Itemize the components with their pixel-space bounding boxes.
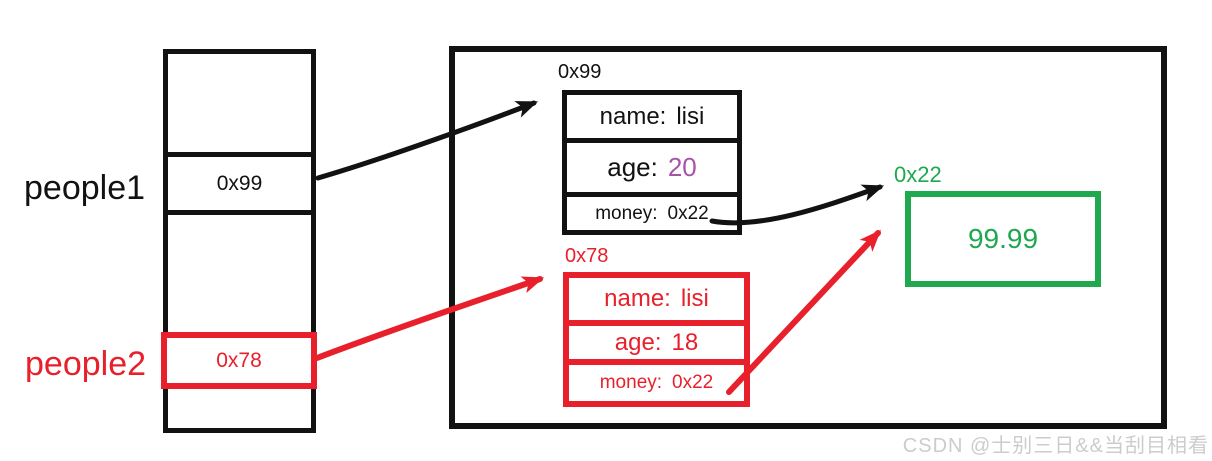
field-label: age: (614, 328, 662, 356)
object1-name-row: name: lisi (567, 95, 737, 143)
field-value: lisi (676, 102, 705, 130)
object1-money-row: money: 0x22 (567, 197, 737, 230)
field-label: name: (599, 102, 667, 130)
pointer1-value: 0x99 (216, 171, 263, 195)
pointer1-name-label: people1 (24, 169, 146, 207)
field-value: 0x22 (667, 202, 709, 224)
field-value: 18 (671, 328, 699, 356)
object1-age-row: age: 20 (567, 143, 737, 197)
pointer2-value: 0x78 (216, 348, 262, 372)
object2-name-row: name: lisi (569, 278, 744, 326)
field-value: 0x22 (672, 372, 714, 393)
field-label: money: (595, 202, 658, 224)
field-label: name: (604, 285, 671, 312)
valuebox: 99.99 (905, 191, 1101, 287)
valuebox-address-label: 0x22 (894, 162, 942, 187)
stack-column (163, 49, 316, 433)
field-value: 20 (667, 152, 697, 182)
pointer1-cell: 0x99 (163, 152, 316, 215)
object1-box: name: lisi age: 20 money: 0x22 (562, 90, 742, 235)
field-label: money: (599, 372, 663, 393)
object2-age-row: age: 18 (569, 326, 744, 365)
object2-address-label: 0x78 (565, 245, 609, 267)
object2-money-row: money: 0x22 (569, 365, 744, 401)
pointer2-name-label: people2 (25, 345, 147, 383)
heap-region (449, 46, 1167, 429)
field-value: lisi (680, 285, 709, 312)
field-label: age: (607, 152, 658, 182)
pointer2-cell: 0x78 (161, 332, 317, 389)
valuebox-value: 99.99 (967, 223, 1039, 254)
object2-box: name: lisi age: 18 money: 0x22 (563, 272, 750, 407)
object1-address-label: 0x99 (558, 61, 602, 83)
csdn-watermark: CSDN @士别三日&&当刮目相看 (902, 435, 1209, 457)
